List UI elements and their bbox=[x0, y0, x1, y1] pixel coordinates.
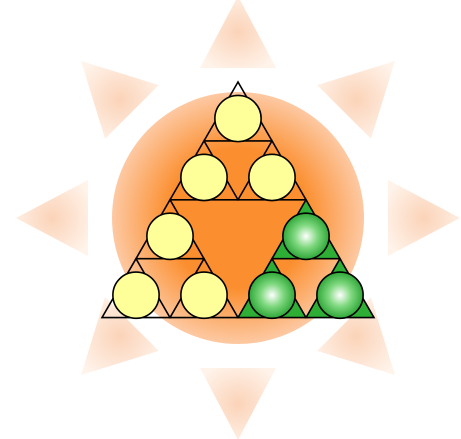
green-circle-right-left bbox=[249, 272, 295, 318]
sun-ray-top-right bbox=[317, 61, 395, 139]
yellow-circle-left-right bbox=[181, 272, 227, 318]
yellow-circle-left-apex bbox=[147, 213, 193, 259]
sun-ray-top bbox=[200, 0, 276, 68]
yellow-circle-top-apex bbox=[215, 95, 261, 141]
sun-ray-right bbox=[388, 180, 460, 256]
yellow-circle-top-right bbox=[249, 154, 295, 200]
sun-ray-bottom bbox=[200, 368, 276, 439]
yellow-circle-top-left bbox=[181, 154, 227, 200]
yellow-circle-left-left bbox=[113, 272, 159, 318]
sun-ray-top-left bbox=[81, 61, 159, 139]
green-circle-right-right bbox=[317, 272, 363, 318]
green-circle-right-apex bbox=[283, 213, 329, 259]
sun-ray-left bbox=[16, 180, 88, 256]
